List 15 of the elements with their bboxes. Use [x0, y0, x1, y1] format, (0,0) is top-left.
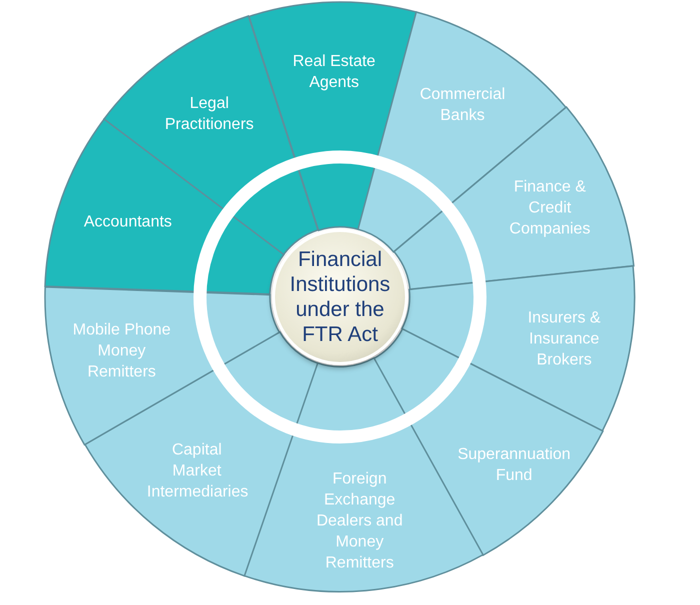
segment-label: Capital Market Intermediaries: [146, 440, 247, 502]
segment-label: Finance & Credit Companies: [508, 177, 592, 240]
segment-label: Accountants: [82, 212, 173, 232]
segment-wedge: [45, 286, 280, 444]
segment-label: Superannuation Fund: [456, 445, 572, 486]
center-title: Financial Institutions under the FTR Act: [288, 247, 392, 347]
segment-label: Insurers & Insurance Brokers: [526, 308, 602, 370]
segment-wedge: [45, 119, 284, 295]
segment-label: Commercial Banks: [418, 84, 506, 126]
segment-label: Mobile Phone Money Remitters: [72, 320, 172, 383]
segment-wedge: [402, 266, 635, 431]
segment-label: Real Estate Agents: [292, 52, 376, 94]
segment-label: Foreign Exchange Dealers and Money Remitters: [315, 470, 404, 574]
segment-label: Legal Practitioners: [164, 94, 255, 135]
segment-wedge: [394, 107, 634, 290]
